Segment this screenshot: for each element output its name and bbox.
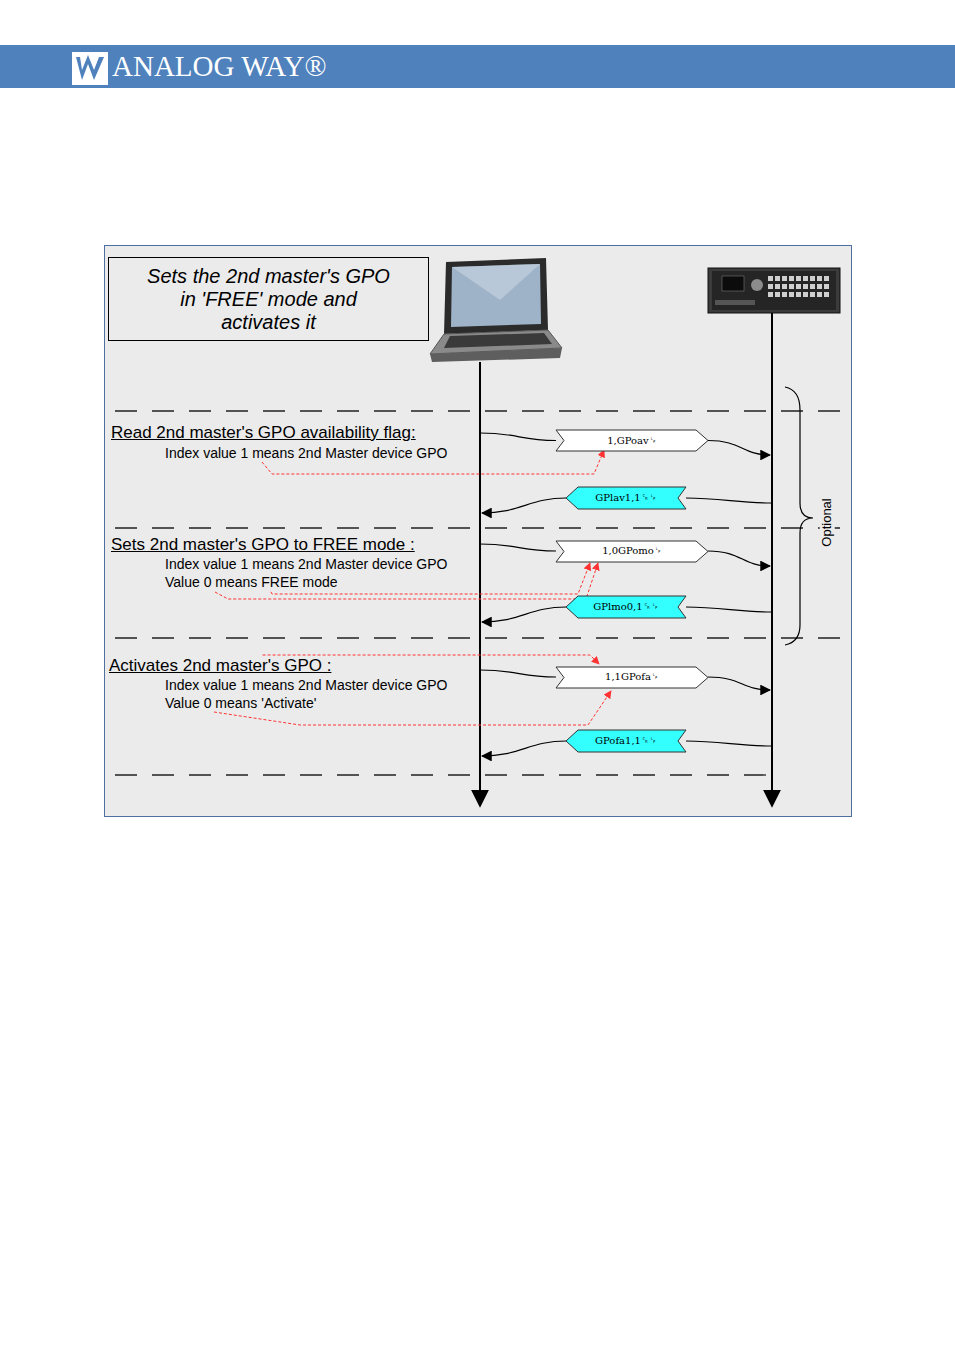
response-box: GPlav1,1␍␊: [566, 487, 686, 509]
command-box: 1,0GPomo␊: [556, 541, 708, 562]
command-text: 1,1GPofa␊: [605, 671, 659, 683]
separator-lines: [115, 411, 842, 775]
device-lifeline: [771, 313, 773, 806]
response-box: GPlmo0,1␍␊: [566, 596, 686, 618]
response-shape: [566, 487, 686, 509]
step-note: Index value 1 means 2nd Master device GP…: [165, 677, 447, 693]
response-shape: [566, 730, 686, 752]
diagram-frame: [105, 246, 852, 817]
command-text: 1,0GPomo␊: [602, 545, 662, 557]
step-note: Value 0 means FREE mode: [165, 574, 338, 590]
brand-name: ANALOG WAY®: [112, 50, 327, 83]
step-heading: Activates 2nd master's GPO :: [109, 656, 331, 676]
response-text: GPlmo0,1␍␊: [593, 601, 658, 613]
response-text: GPlav1,1␍␊: [595, 492, 656, 504]
command-box: 1,GPoav␊: [556, 430, 708, 451]
command-text: 1,GPoav␊: [607, 435, 656, 447]
title-text: Sets the 2nd master's GPO in 'FREE' mode…: [141, 265, 396, 334]
step-heading: Read 2nd master's GPO availability flag:: [111, 423, 416, 443]
header-bar: [0, 45, 955, 88]
response-box: GPofa1,1␍␊: [566, 730, 686, 752]
step-note: Index value 1 means 2nd Master device GP…: [165, 445, 447, 461]
optional-label: Optional: [820, 498, 835, 546]
command-shape: [556, 541, 708, 562]
step-note: Index value 1 means 2nd Master device GP…: [165, 556, 447, 572]
laptop-lifeline: [479, 362, 481, 806]
message-wires: [480, 433, 772, 756]
step-note: Value 0 means 'Activate': [165, 695, 316, 711]
title-box: Sets the 2nd master's GPO in 'FREE' mode…: [108, 257, 429, 341]
leader-lines: [214, 450, 611, 725]
laptop-illustration: [430, 258, 562, 362]
command-shape: [556, 667, 708, 688]
logo-symbol: [72, 52, 108, 85]
response-shape: [566, 596, 686, 618]
device-illustration: [708, 268, 840, 313]
command-shape: [556, 430, 708, 451]
response-text: GPofa1,1␍␊: [595, 735, 657, 747]
step-heading: Sets 2nd master's GPO to FREE mode :: [111, 535, 415, 555]
optional-brace: [785, 387, 813, 645]
command-box: 1,1GPofa␊: [556, 667, 708, 688]
